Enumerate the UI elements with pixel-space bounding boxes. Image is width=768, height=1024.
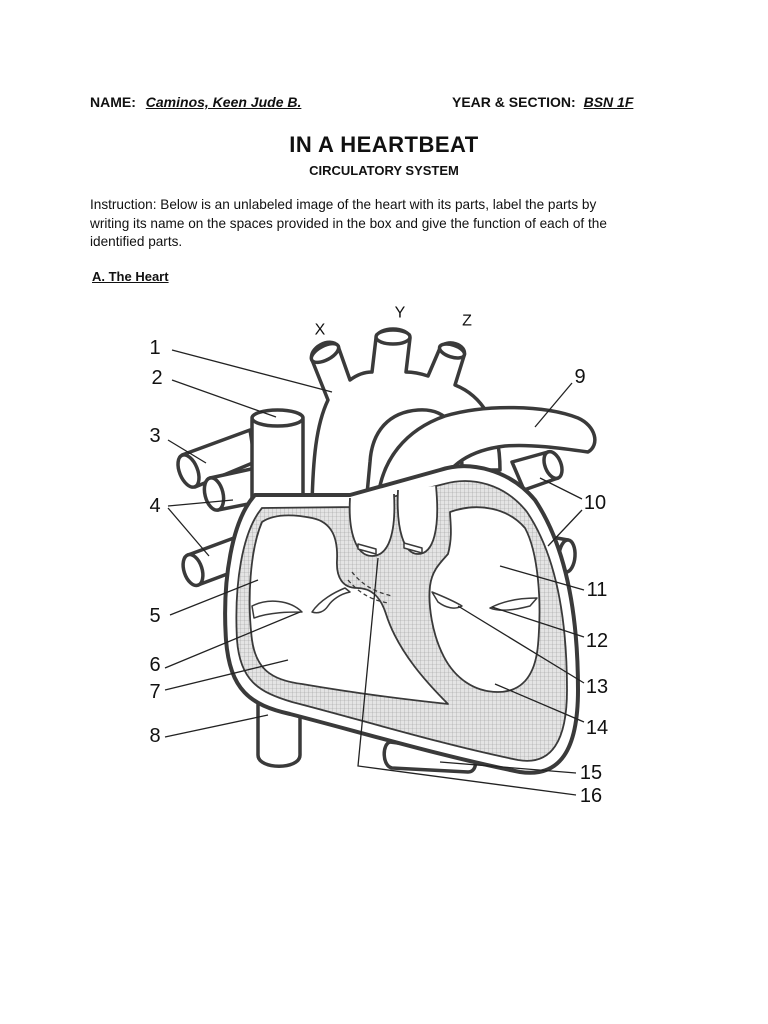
right-heart-chambers [248,514,449,705]
leader-line-4b [167,507,210,557]
heart-diagram: X Y Z 1 2 3 4 5 6 7 8 9 10 11 12 13 14 1… [149,305,608,808]
pulmonary-root-fill [397,486,438,554]
part-label-14: 14 [586,717,608,739]
branch-y-opening [374,328,412,346]
pulmonary-valve-cusp [403,542,423,554]
part-label-11: 11 [587,579,608,601]
part-label-12: 12 [586,630,608,652]
dashed-line-upper [351,571,393,597]
part-label-6: 6 [149,654,160,676]
part-label-10: 10 [584,492,606,514]
instruction-line: writing its name on the spaces provided … [90,215,607,231]
dashed-line-lower [347,579,389,604]
instruction-paragraph: Instruction: Below is an unlabeled image… [90,196,607,252]
worksheet-title: IN A HEARTBEAT [289,132,479,157]
leader-line-3 [167,439,207,464]
inferior-vena-cava [256,698,302,768]
part-label-15: 15 [580,762,602,784]
aortic-arch [309,327,502,507]
superior-vena-cava-opening [250,408,305,428]
year-section-line: YEAR & SECTION: BSN 1F [452,94,633,110]
leader-line-7 [164,659,289,691]
tricuspid-leaflet-right [311,587,351,614]
worksheet-subtitle: CIRCULATORY SYSTEM [309,163,459,178]
part-label-13: 13 [586,676,608,698]
part-label-8: 8 [149,725,160,747]
leader-line-16 [357,557,577,796]
part-label-16: 16 [580,785,602,807]
leader-line-9 [534,382,573,428]
letter-label-z: Z [462,313,472,330]
part-number-labels: 1 2 3 4 5 6 7 8 9 10 11 12 13 14 15 16 [149,337,608,807]
branch-z-opening [437,342,467,360]
part-label-2: 2 [151,367,162,389]
letter-label-x: X [315,322,326,339]
part-label-1: 1 [149,337,160,359]
leader-line-15 [439,761,577,774]
leader-line-4a [167,499,234,507]
leader-line-11 [499,565,585,591]
leader-line-1 [171,349,333,393]
name-line: NAME: Caminos, Keen Jude B. [90,94,301,110]
left-vein-upper-opening [176,453,201,489]
leader-line-5 [169,579,259,616]
right-vein-upper-opening [542,449,564,481]
vessel-letter-labels: X Y Z [315,305,472,339]
leader-line-13 [457,605,585,684]
left-vein-lower-opening [181,552,205,588]
aortic-valve-cusp [357,543,377,555]
leader-line-10b [547,509,583,547]
leader-line-2 [171,379,277,418]
part-label-7: 7 [149,681,160,703]
aortic-root-fill [349,494,395,556]
leader-line-8 [164,714,269,738]
leader-line-12 [491,606,585,638]
pulmonary-root-outline [396,485,439,555]
aortic-root-outline [348,493,396,557]
instruction-line: Instruction: Below is an unlabeled image… [90,197,597,212]
instruction-line: identified parts. [90,234,183,249]
section-a-heading: A. The Heart [92,269,169,284]
letter-label-y: Y [395,305,406,322]
name-label: NAME: [90,94,136,110]
mitral-leaflet-left [431,591,463,609]
tricuspid-leaflet-left [251,600,303,619]
left-heart-chambers [428,506,541,693]
part-label-9: 9 [574,366,585,388]
part-label-5: 5 [149,605,160,627]
leader-line-14 [494,683,585,723]
part-label-4: 4 [149,495,160,517]
part-label-3: 3 [149,425,160,447]
mitral-leaflet-right [489,597,538,611]
leader-line-10a [539,477,583,500]
leader-line-6 [164,611,301,669]
year-section-value: BSN 1F [583,94,634,110]
branch-x-opening [309,341,341,365]
student-name: Caminos, Keen Jude B. [145,94,302,110]
year-section-label: YEAR & SECTION: [452,94,576,110]
leader-lines [164,349,585,796]
